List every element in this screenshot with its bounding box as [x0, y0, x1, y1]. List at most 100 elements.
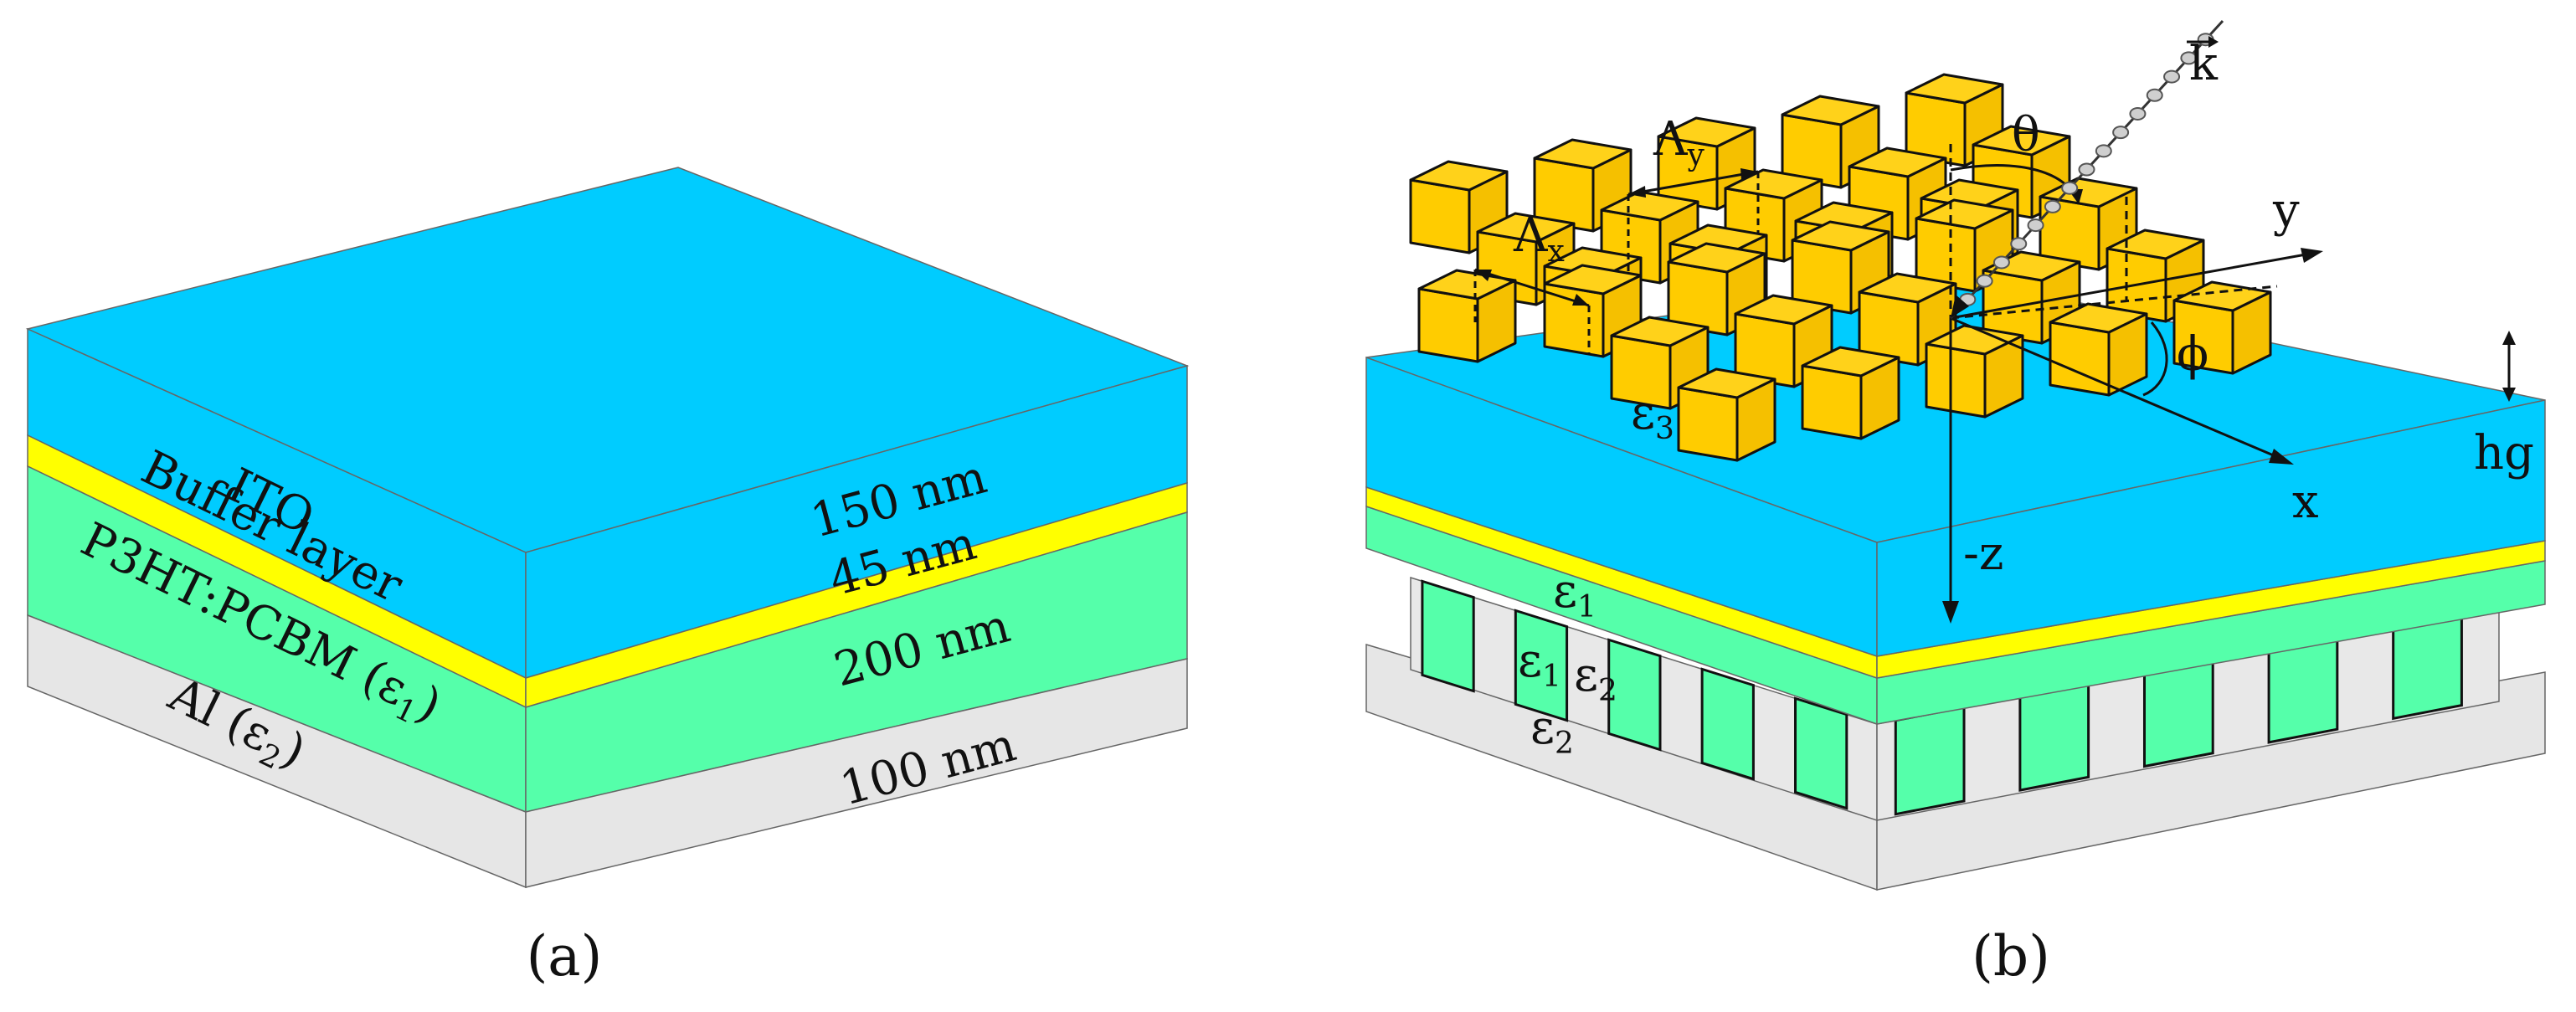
phi-label: ϕ	[2177, 327, 2208, 382]
nanocube-front-face	[1409, 178, 1471, 254]
nanocube-top-face	[1409, 160, 1509, 192]
wave-vector-bead	[2163, 69, 2181, 84]
axis-z-head	[1942, 601, 1959, 624]
wave-vector-k	[1949, 19, 2224, 320]
wave-vector-bead	[2095, 144, 2112, 158]
nanocube-top-face	[1476, 212, 1576, 244]
nanocube-top-face	[1858, 272, 1957, 304]
period-x-label: Λx	[1513, 208, 1565, 269]
nanocube-front-face	[1417, 287, 1479, 363]
al-right-face	[525, 658, 1188, 888]
nanocube-front-face	[1677, 386, 1739, 462]
eps1-grating-sub: 1	[1542, 660, 1561, 694]
nanocube-front-face	[2049, 321, 2111, 397]
theta-label: θ	[2012, 108, 2040, 162]
wave-vector-bead	[2061, 181, 2079, 195]
grating-eps1-cell	[2018, 681, 2090, 792]
nanocube-top-face	[1417, 269, 1517, 301]
grating-eps1-cell	[2142, 657, 2214, 768]
eps3-sym: ε	[1631, 386, 1655, 440]
nanocube-top-face	[1667, 242, 1766, 274]
nanocube-top-face	[1657, 116, 1756, 148]
k-label: k	[2189, 37, 2219, 91]
height-label: hg	[2474, 426, 2534, 480]
period-y-head-1	[1628, 186, 1646, 198]
wave-vector-head	[1951, 295, 1969, 318]
coordinate-axes	[1942, 144, 2323, 624]
height-marker	[2502, 331, 2516, 402]
nanocube-top-face	[1610, 316, 1710, 347]
eps1-grating-sym: ε	[1518, 634, 1542, 688]
eps2-al-sym: ε	[1530, 701, 1555, 755]
nanocube-top-face	[1972, 125, 2071, 157]
nanocube-front-face	[1925, 342, 1987, 419]
period-x-marker	[1473, 268, 1591, 353]
grating-eps1-cell	[1607, 638, 1662, 752]
wave-vector-bead	[2044, 199, 2061, 213]
nanocube-top-face	[1677, 367, 1776, 399]
nanocube-top-face	[1734, 294, 1833, 326]
period-x-sym: Λ	[1513, 208, 1548, 263]
nanocube-top-face	[2049, 302, 2148, 334]
period-y-sub: y	[1686, 138, 1704, 172]
panel-b: ε1 ε1 ε2 ε2 ε3 Λx Λy	[1365, 19, 2546, 989]
wave-vector-bead	[2078, 162, 2095, 177]
eps2-grating-label: ε2	[1574, 648, 1617, 708]
eps2-grating-sub: 2	[1598, 674, 1617, 708]
period-x-arrow	[1474, 268, 1590, 307]
wave-vector-bead	[2027, 218, 2044, 233]
eps2-al-sub: 2	[1555, 727, 1574, 761]
grating-eps1-cell	[1421, 579, 1475, 693]
k-projection-dashed	[1950, 285, 2278, 320]
period-x-head-2	[1572, 294, 1589, 306]
period-y-marker	[1627, 168, 1760, 276]
nanocube-top-face	[1533, 138, 1632, 170]
axis-y-head	[2301, 248, 2323, 263]
axis-y-label: y	[2272, 183, 2300, 238]
eps1-grating-label: ε1	[1518, 634, 1561, 694]
eps1-active-sub: 1	[1577, 590, 1597, 624]
wave-vector-bead	[2112, 126, 2130, 140]
wave-vector-beads	[1959, 33, 2214, 306]
caption-a: (a)	[527, 924, 603, 989]
nanocube-top-face	[2172, 280, 2272, 312]
axis-y	[1950, 252, 2311, 320]
k-label-group: k	[2187, 36, 2219, 91]
nanocube-top-face	[1543, 264, 1643, 295]
grating-eps1-cell	[1700, 667, 1755, 781]
height-marker-head-bottom	[2502, 388, 2516, 402]
nanocube-top-face	[1915, 198, 2014, 230]
nanocube-top-face	[1724, 168, 1823, 200]
eps1-active-label: ε1	[1553, 564, 1597, 624]
grating-eps1-cell	[1514, 609, 1569, 722]
period-x-head-1	[1475, 270, 1492, 281]
period-y-head-2	[1740, 168, 1758, 180]
period-x-sub: x	[1547, 234, 1564, 269]
wave-vector-bead	[1992, 255, 2010, 270]
nanocube-top-face	[1600, 190, 1699, 222]
nanocube-array	[1409, 73, 2272, 462]
grating-eps1-cell	[1794, 696, 1848, 810]
axis-x-label: x	[2292, 475, 2319, 529]
nanocube-top-face	[2106, 229, 2205, 260]
axis-x	[1950, 316, 2282, 460]
eps3-label: ε3	[1631, 386, 1674, 446]
nanocube-top-face	[1801, 346, 1900, 378]
eps2-grating-sym: ε	[1574, 648, 1598, 702]
eps1-active-sym: ε	[1553, 564, 1577, 619]
period-y-arrow	[1627, 170, 1759, 196]
k-overarrow-head	[2208, 36, 2219, 48]
wave-vector-bead	[1976, 274, 1993, 288]
eps3-sub: 3	[1655, 412, 1674, 446]
caption-b: (b)	[1972, 924, 2050, 989]
nanocube-top-face	[1791, 220, 1890, 252]
nanocube-top-face	[1848, 146, 1947, 178]
height-marker-head-top	[2502, 331, 2516, 345]
wave-vector-bead	[2180, 51, 2198, 65]
wave-vector-bead	[2146, 88, 2163, 102]
panel-a: ITO Buffer layer P3HT:PCBM (ε1) Al (ε2) …	[25, 167, 1190, 989]
axis-z-label: -z	[1963, 527, 2003, 581]
phi-arc	[2142, 321, 2168, 397]
